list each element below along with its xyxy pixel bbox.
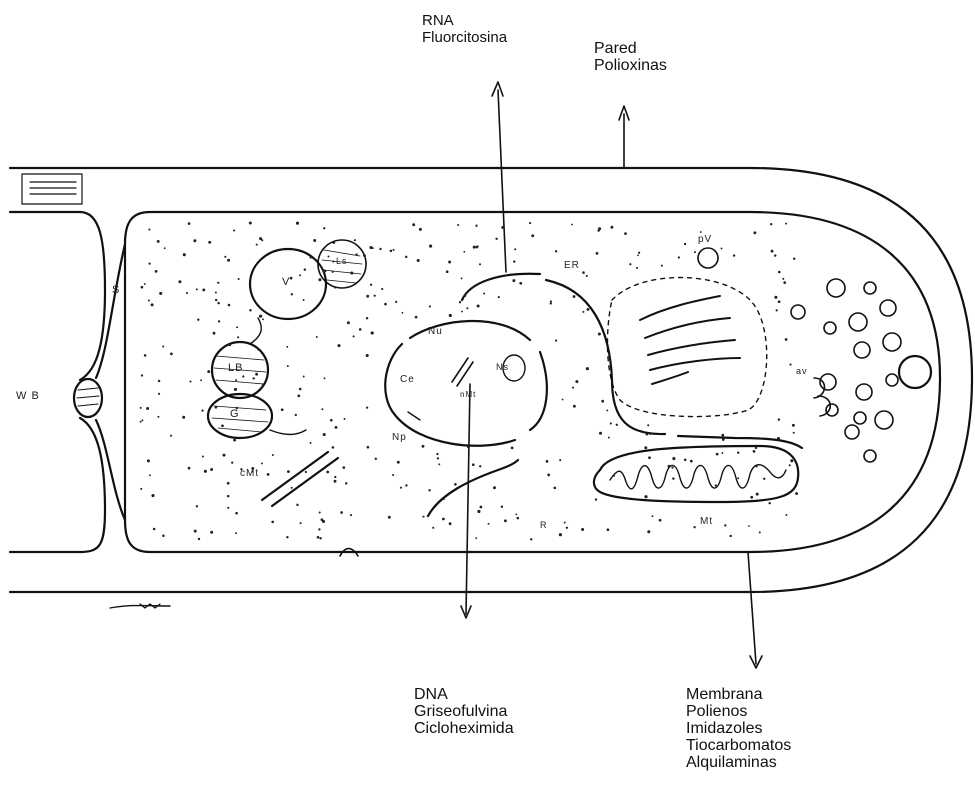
membrane-stack — [640, 296, 740, 384]
spitzenkorper — [899, 356, 931, 388]
nuclear-microtubule-2 — [457, 362, 473, 386]
label-woronin-body: W B — [16, 390, 40, 402]
wall-annotation: Pared Polioxinas — [594, 40, 667, 74]
nuclear-microtubule-1 — [452, 358, 468, 382]
plasma-membrane — [125, 212, 940, 552]
label-mitochondrion: Mt — [700, 516, 713, 527]
label-nucleus: Nu — [428, 326, 443, 337]
membrane-drug-4: Alquilaminas — [686, 754, 791, 771]
mitochondrion — [594, 446, 798, 502]
label-centrosome: Ce — [400, 374, 415, 385]
endoplasmic-reticulum-2 — [546, 280, 665, 434]
dna-title: DNA — [414, 686, 514, 703]
wall-title: Pared — [594, 40, 667, 57]
membrane-drug-1: Polienos — [686, 703, 791, 720]
dna-drug-2: Cicloheximida — [414, 720, 514, 737]
left-compartment — [10, 212, 105, 552]
wall-drug: Polioxinas — [594, 57, 667, 74]
label-nuclear-pore: Np — [392, 432, 407, 443]
rna-annotation: RNA Fluorcitosina — [422, 12, 507, 46]
cytoplasmic-microtubule-1 — [262, 452, 328, 500]
septum — [96, 244, 125, 520]
label-lipid-body: LB — [228, 362, 243, 374]
membrane-drug-2: Imidazoles — [686, 720, 791, 737]
endoplasmic-reticulum-1 — [462, 274, 540, 300]
label-vacuole: V — [282, 276, 290, 288]
label-cytoplasmic-microtubules: cMt — [240, 468, 259, 479]
mitochondrial-cristae — [610, 465, 786, 489]
dna-annotation: DNA Griseofulvina Cicloheximida — [414, 686, 514, 737]
dna-drug-1: Griseofulvina — [414, 703, 514, 720]
label-golgi: G — [230, 408, 240, 420]
wall-fibrils — [22, 174, 82, 204]
membrane-annotation: Membrana Polienos Imidazoles Tiocarbomat… — [686, 686, 791, 771]
nuclear-pore-pointer — [408, 412, 420, 420]
rna-drug: Fluorcitosina — [422, 29, 507, 46]
membrane-title: Membrana — [686, 686, 791, 703]
rna-pointer-line — [498, 90, 506, 272]
label-peripheral-vesicle: pV — [698, 234, 712, 245]
dna-pointer-line — [466, 384, 470, 614]
rna-title: RNA — [422, 12, 507, 29]
label-endoplasmic-reticulum: ER — [564, 260, 580, 271]
label-septum: S — [112, 284, 120, 296]
golgi — [208, 394, 272, 438]
label-ribosomes: R — [540, 520, 548, 530]
label-nuclear-microtubules: nMt — [460, 390, 476, 399]
label-apical-vesicles: av — [796, 366, 808, 376]
cytoplasmic-microtubule-2 — [272, 458, 338, 506]
label-lipid-sphere: Ls — [336, 256, 348, 266]
endoplasmic-reticulum-4 — [428, 460, 518, 516]
membrane-pointer-line — [748, 552, 756, 664]
peripheral-vesicle — [698, 248, 718, 268]
label-nucleolus: Ns — [496, 362, 509, 372]
membrane-drug-3: Tiocarbomatos — [686, 737, 791, 754]
